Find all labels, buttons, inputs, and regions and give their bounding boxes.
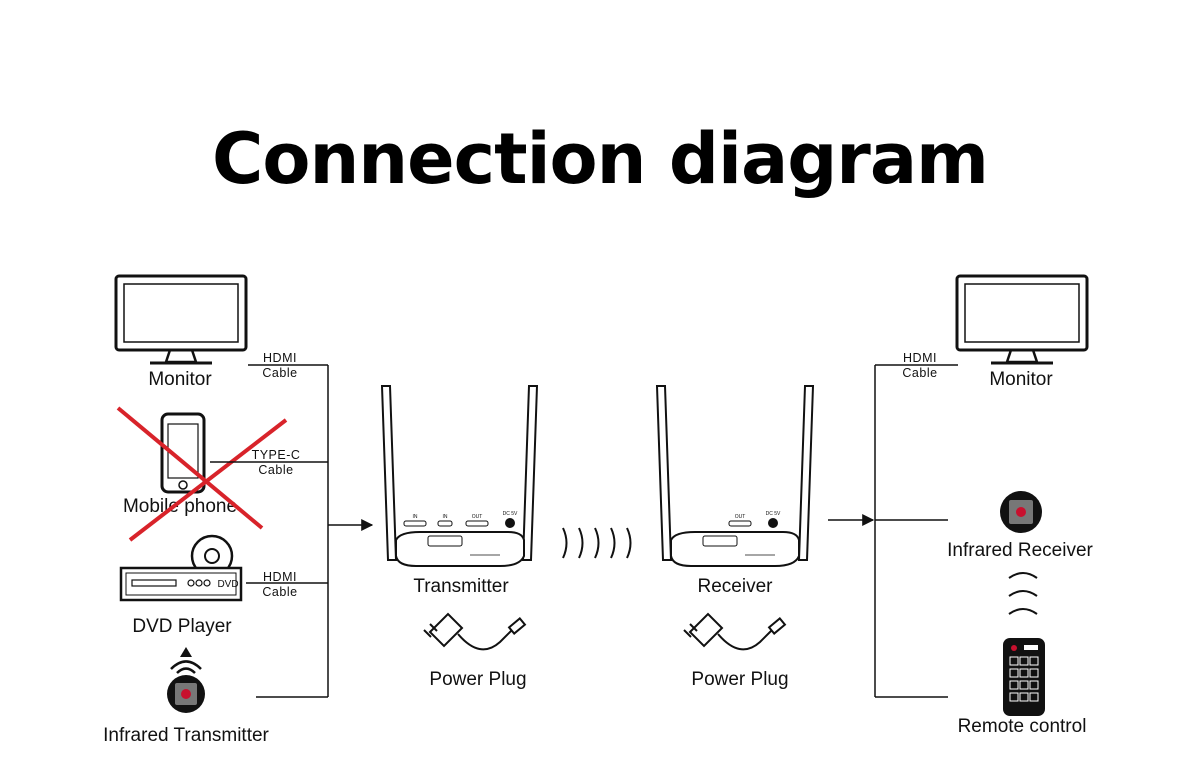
source-monitor-label: Monitor	[148, 369, 212, 390]
infrared-transmitter-label: Infrared Transmitter	[103, 725, 269, 746]
monitor-icon	[114, 274, 248, 365]
rx-power-plug-label: Power Plug	[691, 669, 788, 690]
receiver-label: Receiver	[698, 576, 774, 597]
tx-port-in2: IN	[443, 514, 448, 520]
mobile-phone-icon	[160, 412, 206, 494]
power-plug-icon	[423, 612, 527, 651]
transmitter-device-icon	[380, 385, 539, 567]
mobile-phone-label: Mobile phone	[123, 496, 237, 517]
dvd-hdmi-label-top: HDMI	[263, 570, 297, 584]
rx-port-dc: DC 5V	[766, 511, 781, 517]
rx-port-out: OUT	[735, 514, 746, 520]
infrared-signal-icon	[1008, 572, 1038, 615]
hdmi-cable-label-top: HDMI	[263, 351, 297, 365]
source-cable-bus	[210, 364, 374, 698]
monitor-icon	[955, 274, 1089, 365]
sink-hdmi-label-top: HDMI	[903, 351, 937, 365]
power-plug-icon	[683, 612, 787, 651]
tx-port-out: OUT	[472, 514, 483, 520]
tx-port-dc: DC 5V	[503, 511, 518, 517]
sink-hdmi-label-bottom: Cable	[902, 366, 937, 380]
cross-mark-icon	[116, 406, 288, 542]
wireless-signal-icon	[562, 527, 632, 559]
tx-port-in1: IN	[413, 514, 418, 520]
dvd-hdmi-label-bottom: Cable	[262, 585, 297, 599]
typec-cable-label-top: TYPE-C	[252, 448, 301, 462]
receiver-device-icon	[655, 385, 815, 567]
dvd-player-label: DVD Player	[132, 616, 232, 637]
hdmi-cable-label-bottom: Cable	[262, 366, 297, 380]
remote-control-label: Remote control	[958, 716, 1087, 737]
sink-cable-bus	[828, 364, 958, 698]
dvd-badge: DVD	[217, 579, 238, 590]
dvd-player-icon	[119, 534, 243, 602]
sink-monitor-label: Monitor	[989, 369, 1053, 390]
tx-power-plug-label: Power Plug	[429, 669, 526, 690]
transmitter-label: Transmitter	[413, 576, 509, 597]
infrared-transmitter-icon	[167, 647, 205, 713]
remote-control-icon	[1003, 638, 1045, 716]
infrared-receiver-label: Infrared Receiver	[947, 540, 1093, 561]
page-title: Connection diagram	[212, 118, 989, 200]
infrared-receiver-icon	[1000, 491, 1042, 533]
typec-cable-label-bottom: Cable	[258, 463, 293, 477]
